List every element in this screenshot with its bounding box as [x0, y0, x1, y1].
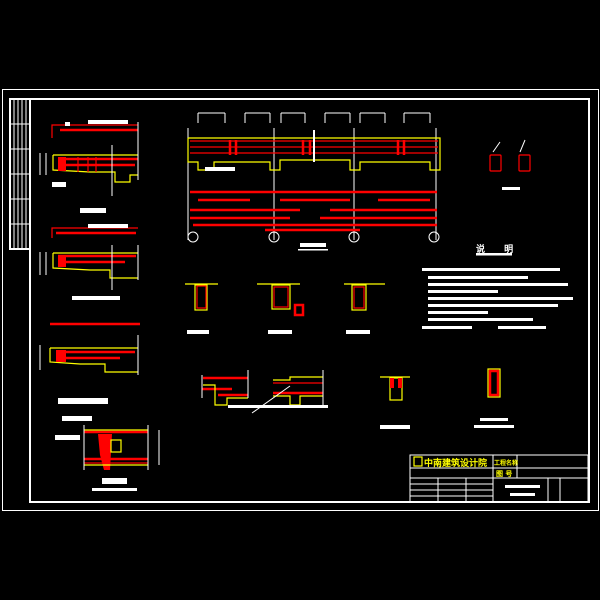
notes-title: 说 明	[476, 245, 522, 255]
beam-detail-3	[39, 322, 140, 402]
main-beam-elevation	[187, 112, 441, 251]
beam-step-details	[201, 370, 328, 414]
binding-strip	[9, 98, 31, 250]
tee-section-detail	[55, 398, 160, 491]
project-name-label: 工程名称	[494, 460, 519, 467]
outer-border	[2, 89, 599, 511]
section-2	[257, 283, 305, 334]
beam-detail-1	[39, 120, 139, 213]
company-name: 中南建筑设计院	[424, 459, 488, 469]
beam-detail-2	[39, 224, 139, 300]
column-section	[474, 368, 514, 428]
inner-border	[29, 98, 590, 503]
section-1	[185, 283, 218, 334]
section-3	[344, 283, 385, 334]
stirrup-details	[489, 139, 531, 190]
notes-block	[422, 253, 573, 329]
drawing-number-label: 图 号	[496, 470, 513, 478]
column-beam-joint	[380, 376, 410, 429]
title-block	[409, 454, 589, 503]
